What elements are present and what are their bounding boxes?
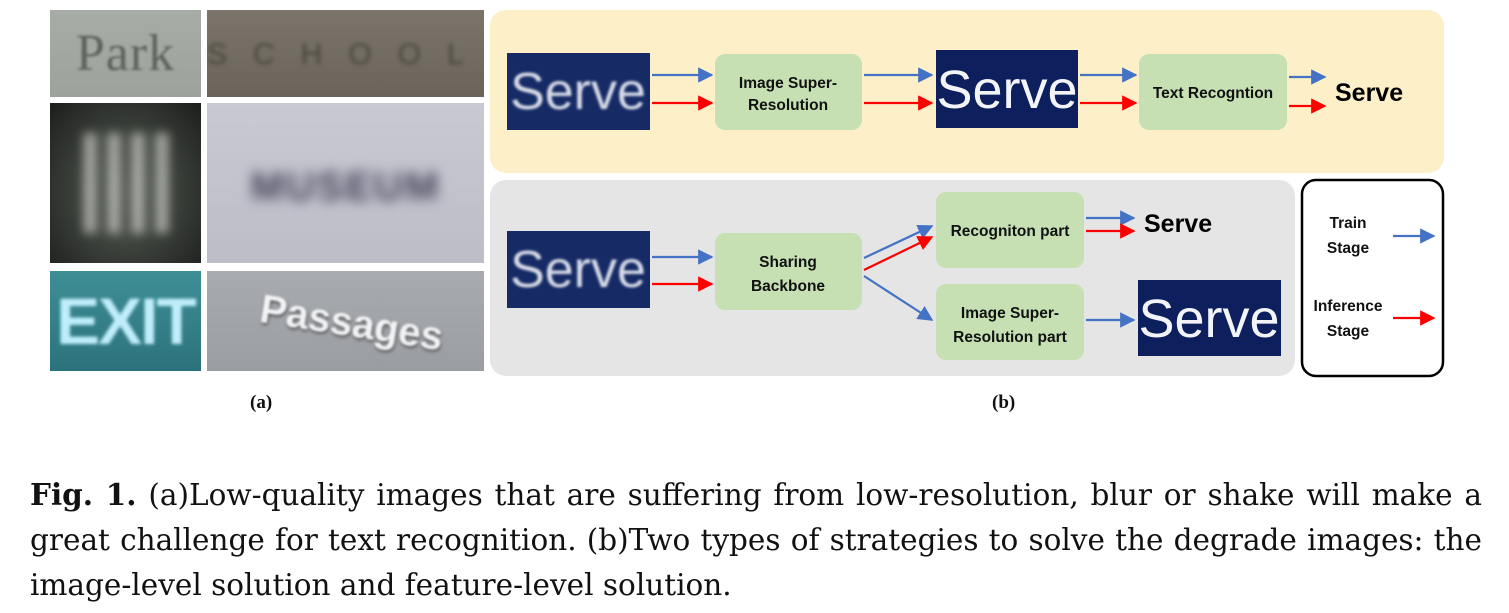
input-image-bottom-word: Serve — [510, 241, 646, 299]
sr-output-image-top — [936, 50, 1078, 128]
text-recognition-label: Text Recogntion — [1153, 85, 1273, 102]
sr-output-image-top-word: Serve — [936, 60, 1077, 120]
sharing-backbone-box — [715, 233, 862, 310]
input-image-top — [507, 53, 650, 130]
recognition-output-text: Serve — [1144, 210, 1212, 238]
tile-word: Park — [75, 25, 176, 82]
train-arrow — [863, 224, 934, 259]
top-output-text: Serve — [1335, 79, 1403, 107]
sr-part-label-2: Resolution part — [953, 329, 1067, 346]
sr-part-output-word: Serve — [1138, 289, 1279, 349]
image-tile-school: SCHOOL — [207, 10, 484, 97]
legend-train-label-2: Stage — [1327, 240, 1370, 257]
legend-inference-label: Inference — [1314, 298, 1383, 315]
sr-box-top-label: Image Super- — [739, 75, 837, 92]
recognition-part-box — [936, 192, 1084, 268]
tile-word: SCHOOL — [207, 38, 484, 71]
image-tile-dark — [50, 103, 201, 263]
legend-train-label: Train — [1329, 215, 1366, 232]
legend-box — [1300, 178, 1445, 378]
text-recognition-box — [1139, 54, 1287, 130]
sharing-backbone-label: Sharing — [759, 254, 817, 271]
caption-prefix: Fig. 1. — [30, 477, 137, 512]
sr-part-label: Image Super- — [961, 305, 1059, 322]
inference-arrow — [863, 236, 934, 271]
image-tile-park: Park — [50, 10, 201, 97]
sr-part-output-image — [1138, 280, 1281, 356]
image-tile-passages: Passages — [207, 271, 484, 371]
recognition-part-label: Recogniton part — [951, 223, 1070, 240]
legend-inference-label-2: Stage — [1327, 323, 1370, 340]
sr-box-top — [715, 54, 862, 130]
input-image-top-word: Serve — [510, 63, 646, 121]
tile-word: EXIT — [56, 284, 197, 358]
tile-word: MUSEUM — [250, 165, 441, 209]
feature-level-panel — [490, 180, 1295, 376]
caption-text: (a)Low-quality images that are suffering… — [30, 478, 1482, 602]
train-arrow — [863, 275, 934, 321]
input-image-bottom — [507, 231, 650, 308]
panel-a-label: (a) — [250, 392, 273, 413]
image-tile-exit: EXIT — [50, 271, 201, 371]
sharing-backbone-label-2: Backbone — [751, 278, 825, 295]
image-tile-museum: MUSEUM — [207, 103, 484, 263]
panel-b-label: (b) — [992, 392, 1016, 413]
sr-part-box — [936, 284, 1084, 360]
sr-box-top-label-2: Resolution — [748, 97, 828, 114]
blurred-glyphs — [84, 133, 170, 233]
figure-caption: Fig. 1. (a)Low-quality images that are s… — [30, 472, 1482, 608]
panel-b-diagram: Serve Image Super- Resolution Serve Text… — [490, 10, 1445, 378]
